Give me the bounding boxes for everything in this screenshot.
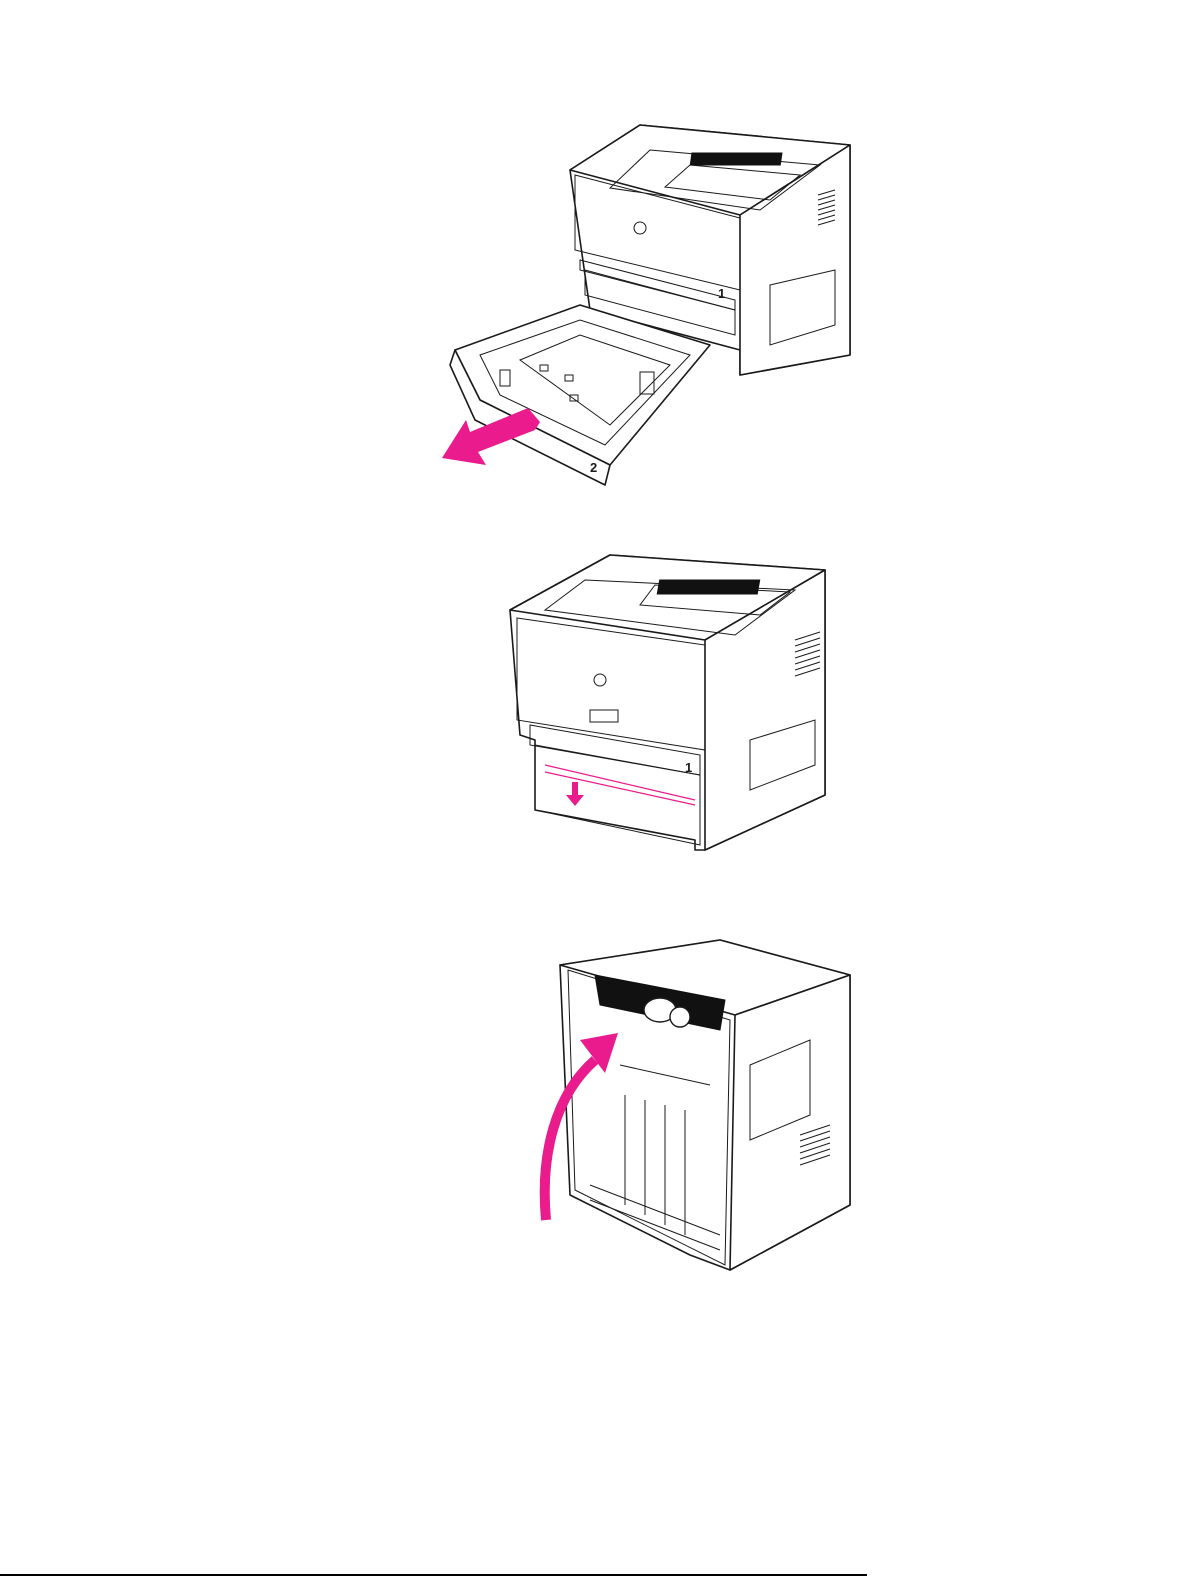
footer-rule [0, 1574, 867, 1576]
tray1-number: 1 [685, 760, 692, 775]
printer-rear-door-illustration [520, 935, 865, 1275]
printer-tray2-removal-illustration: 1 2 [440, 110, 870, 490]
printer-release-lever-illustration: 1 [505, 550, 850, 860]
tray2-number: 2 [590, 460, 597, 475]
tray1-number: 1 [718, 286, 725, 301]
